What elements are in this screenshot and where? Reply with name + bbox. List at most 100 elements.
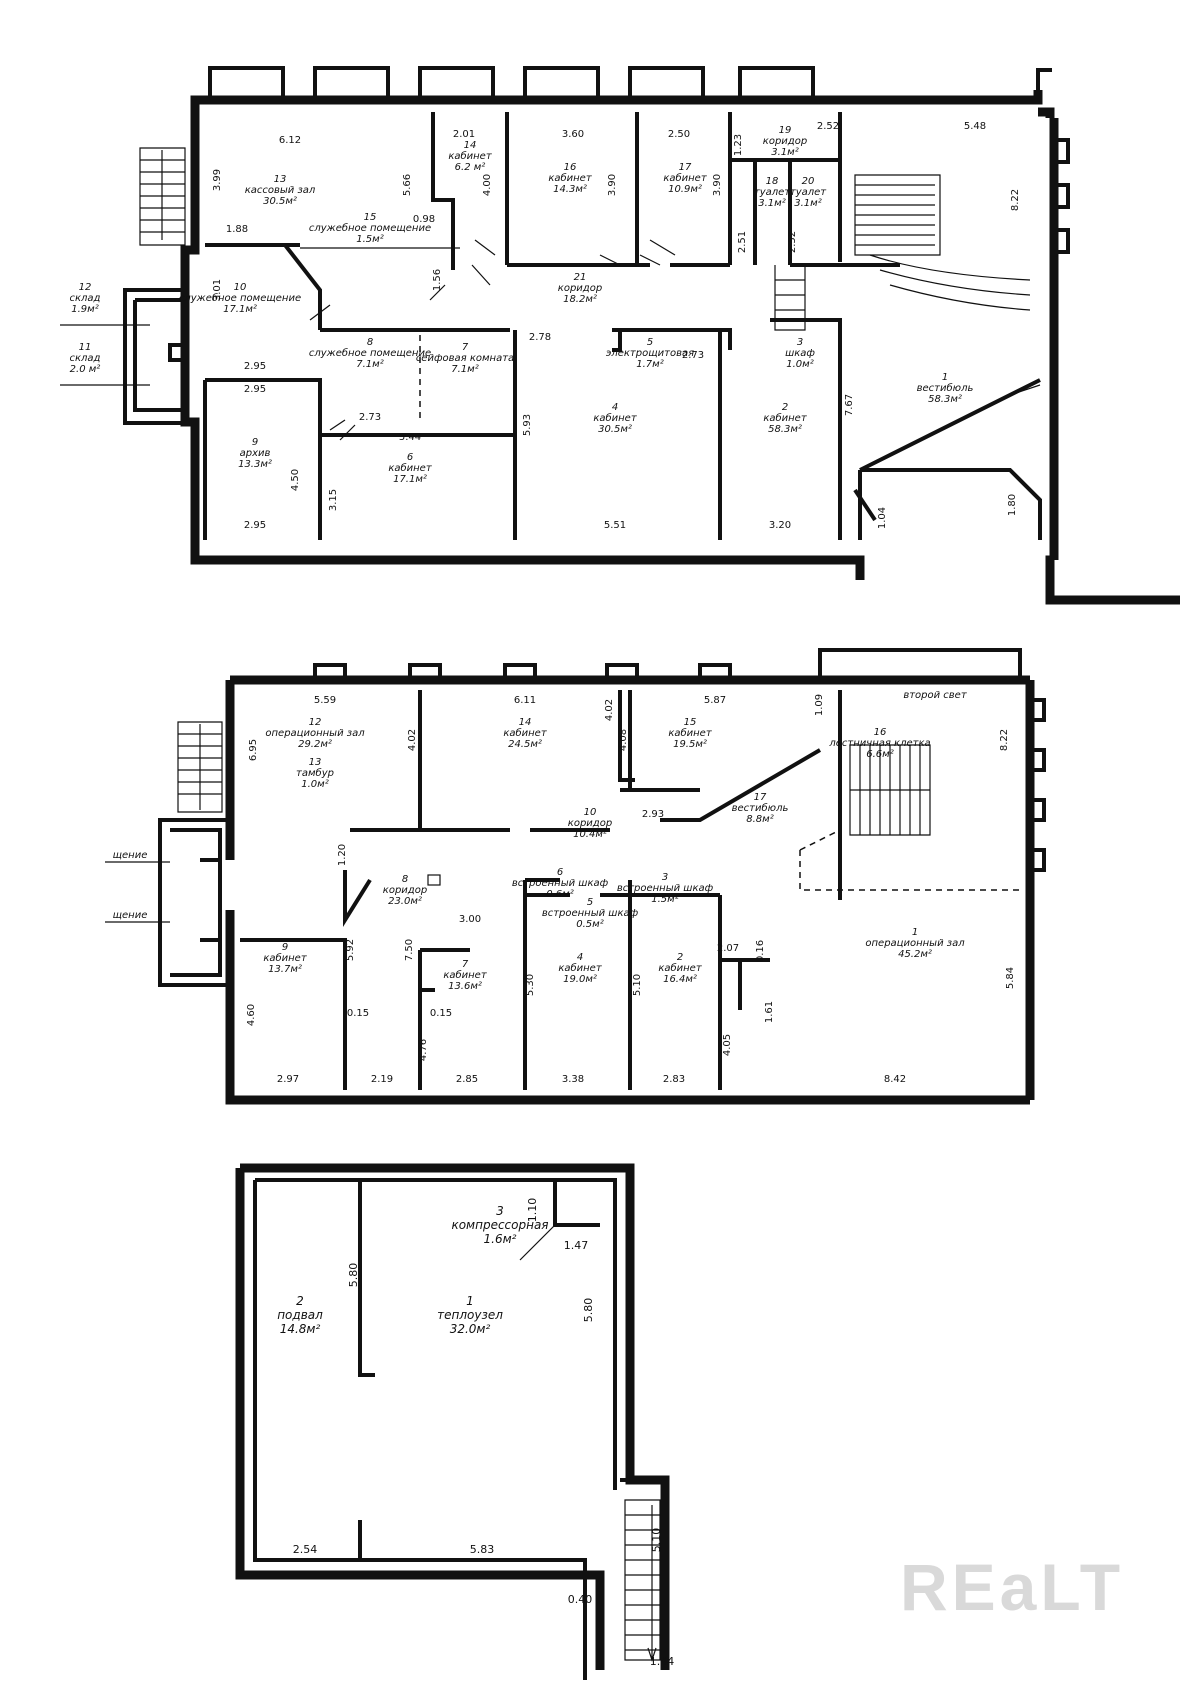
p2-r9-label-line-2: 13.7м² [268, 964, 302, 975]
p1-r16-label-line-2: 14.3м² [553, 184, 587, 195]
p2-r8-label-line-1: коридор [383, 885, 427, 896]
p2-r5-label-line-1: встроенный шкаф [542, 908, 639, 919]
plan2-dim-12: 5.92 [345, 939, 356, 961]
plan1-dim-31: 3.20 [769, 520, 791, 531]
p2-r16-label-line-0: 16 [874, 727, 887, 738]
p2-r5-label-line-0: 5 [587, 897, 593, 908]
p1-r11-label-line-0: 11 [79, 342, 92, 353]
plan1-doors [309, 239, 676, 441]
p2-r16-label-line-2: 6.6м² [866, 749, 893, 760]
p1-r15-label-line-1: служебное помещение [309, 222, 431, 234]
p2-r6-label-line-0: 6 [557, 867, 563, 878]
p1-r17-label-line-2: 10.9м² [668, 184, 702, 195]
p2-r1-label-line-2: 45.2м² [898, 949, 932, 960]
plan2-dim-29: 2.83 [663, 1074, 685, 1085]
plan1-dim-28: 3.15 [328, 489, 339, 511]
plan1-interior-walls [203, 112, 1042, 540]
plan1-dim-1: 2.01 [453, 129, 475, 140]
p1-r16-label-line-0: 16 [564, 162, 577, 173]
plan1-dim-14: 1.88 [226, 224, 248, 235]
p1-r6-label-line-2: 17.1м² [393, 474, 427, 485]
plan1-window-bays [208, 66, 1052, 103]
plan2-dim-18: 1.61 [764, 1001, 775, 1023]
p2-r14-label-line-1: кабинет [503, 727, 548, 739]
p1-r14-label-line-0: 14 [464, 140, 477, 151]
p1-r12-label-line-2: 1.9м² [71, 304, 98, 315]
plan2-left-annex [158, 818, 230, 987]
plan1-dim-17: 3.01 [212, 279, 223, 301]
plan3-dim-7: 0.40 [568, 1593, 593, 1606]
plan2-dim-1: 6.11 [514, 695, 536, 706]
plan2-outer-wall [225, 675, 1035, 1105]
p2-r2-label-line-2: 16.4м² [663, 974, 697, 985]
plan2-dim-30: 8.42 [884, 1074, 906, 1085]
p1-r20-label-line-2: 3.1м² [794, 198, 821, 209]
p1-r12-label-line-1: склад [70, 293, 101, 304]
p1-r3-label-line-2: 1.0м² [786, 359, 813, 370]
p2-r7-label-line-1: кабинет [443, 969, 488, 981]
plan2-dim-23: 4.76 [418, 1039, 429, 1061]
plan1-leaders [60, 247, 1041, 396]
plan1-dim-24: 5.44 [399, 432, 421, 443]
p1-r11-label-line-2: 2.0 м² [70, 364, 101, 375]
plan2-dim-22: 0.15 [430, 1008, 452, 1019]
plan2-window-bays [313, 648, 1022, 680]
plan2-dim-3: 1.09 [814, 694, 825, 716]
plan3-inner-walls [253, 1178, 630, 1680]
p2-r3-label-line-0: 3 [662, 872, 668, 883]
p2-r8-label-line-2: 23.0м² [388, 896, 422, 907]
plan1-dim-23: 2.73 [359, 412, 381, 423]
p1-r13-label-line-0: 13 [274, 174, 287, 185]
p2-r10-label-line-2: 10.4м² [573, 829, 607, 840]
plan2-dim-15: 5.10 [632, 974, 643, 996]
p1-r7-label-line-1: сейфовая комната [416, 353, 514, 364]
p1-r16-label-line-1: кабинет [548, 172, 593, 184]
plan1-dim-12: 8.22 [1010, 189, 1021, 211]
p1-r19-label-line-1: коридор [763, 136, 807, 147]
p1-r8-label-line-2: 7.1м² [356, 359, 383, 370]
p1-r7-label-line-2: 7.1м² [451, 364, 478, 375]
p2-r2-label-line-0: 2 [677, 952, 683, 963]
plan2-second-light-outline [799, 829, 1020, 891]
plan2-second-light-label: второй свет [903, 690, 968, 701]
p1-r4-label-line-1: кабинет [593, 412, 638, 424]
p1-r3-label-line-1: шкаф [785, 348, 815, 359]
p1-r20-label-line-1: туалет [790, 187, 827, 198]
plan2-dim-5: 4.02 [407, 729, 418, 751]
p1-r18-label-line-1: туалет [754, 187, 791, 198]
plan1-dim-21: 2.95 [244, 361, 266, 372]
p2-r8-label-line-0: 8 [402, 874, 408, 885]
plan3-dim-6: 5.83 [470, 1543, 495, 1556]
p2-r3-label-line-1: встроенный шкаф [617, 883, 714, 894]
plan1-dim-29: 2.95 [244, 520, 266, 531]
p3-r2-label-line-1: подвал [277, 1308, 323, 1322]
plan1-main-stair [774, 174, 1031, 331]
p2-r15-label-line-2: 19.5м² [673, 739, 707, 750]
p1-r18-label-line-2: 3.1м² [758, 198, 785, 209]
p3-r2-label-line-2: 14.8м² [280, 1322, 321, 1336]
p1-r14-label-line-2: 6.2 м² [455, 162, 486, 173]
plan1-left-annex [123, 288, 185, 425]
p3-r1-label-line-0: 1 [466, 1294, 474, 1308]
p1-r21-label-line-0: 21 [574, 272, 587, 283]
p2-r9-label-line-1: кабинет [263, 952, 308, 964]
plan3-dim-8: 1.44 [650, 1655, 675, 1668]
plan1-left-stair [139, 147, 186, 246]
plan1-dim-4: 1.23 [733, 134, 744, 156]
plan2-right-windows [1030, 698, 1046, 872]
plan1-dim-26: 7.67 [844, 394, 855, 416]
p1-r8-label-line-1: служебное помещение [309, 347, 431, 359]
p1-r1-label-line-0: 1 [942, 372, 948, 383]
p1-r10-label-line-1: служебное помещение [179, 292, 301, 304]
p2-r13-label-line-1: тамбур [296, 767, 334, 779]
plan3-compressor-leader [519, 1224, 556, 1261]
plan2-dim-13: 7.50 [404, 939, 415, 961]
p2-r6-label-line-2: 0.6м² [546, 889, 573, 900]
p1-r2-label-line-1: кабинет [763, 412, 808, 424]
plan1-dim-2: 3.60 [562, 129, 584, 140]
p1-r9-label-line-2: 13.3м² [238, 459, 272, 470]
